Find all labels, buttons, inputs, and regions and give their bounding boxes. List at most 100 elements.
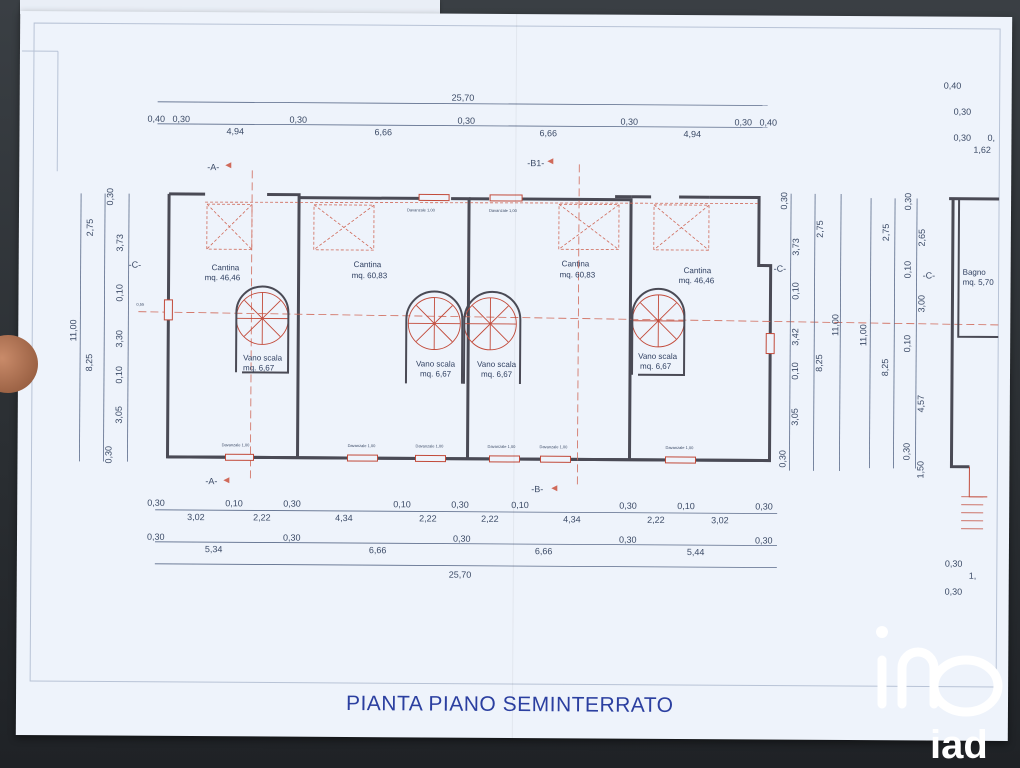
dim-far2-1: 2,65: [917, 229, 927, 247]
dim-left2-0: 3,73: [115, 234, 125, 252]
stair-2-area: mq. 6,67: [420, 369, 452, 378]
room-4-name: Cantina: [684, 266, 712, 275]
window-markers: [163, 193, 775, 464]
window-label-7: Davanzale 1,00: [540, 444, 569, 449]
dim-left-3: 0,30: [103, 446, 113, 464]
dimension-right: 0,30 3,73 0,10 3,42 0,10 3,05 0,30 2,75 …: [777, 192, 842, 471]
dim-top-8: 4,94: [683, 129, 701, 139]
stair-2-name: Vano scala: [416, 359, 456, 368]
section-lines-ab: [249, 164, 580, 485]
section-label-c-right: -C-: [923, 270, 936, 280]
window-label-4: Davanzale 1,00: [348, 443, 377, 448]
stair-1-name: Vano scala: [243, 353, 283, 362]
paper-sheet-edge: [20, 0, 440, 14]
dim-b2-8: 0,30: [755, 535, 773, 545]
section-label-c-left: -C-: [129, 260, 142, 270]
dim-far2-4: 0,10: [902, 335, 912, 353]
dim-b2-4: 0,30: [453, 534, 471, 544]
dim-left-0: 0,30: [105, 188, 115, 206]
dim-farbot-1: 1,: [969, 571, 977, 581]
dim-top-5: 0,30: [458, 116, 476, 126]
dim-top-6: 6,66: [539, 128, 557, 138]
room-5-area: mq. 5,70: [963, 278, 995, 287]
dimension-bottom-overall: 25,70: [154, 563, 777, 580]
side-building: 11,00 2,75 8,25 0,30 2,65 0,10 3,00 0,10…: [858, 81, 1000, 597]
dim-left2-3: 0,10: [114, 366, 124, 384]
dimension-top-row: 0,40 0,30 4,94 0,30 6,66 0,30 6,66 0,30 …: [148, 114, 778, 139]
dim-b2-5: 6,66: [535, 546, 553, 556]
dim-left2-1: 0,10: [114, 284, 124, 302]
floor-plan-drawing: 25,70 0,40 0,30 4,94 0,30 6,66 0,30 6,66…: [21, 22, 1001, 688]
window-label-6: Davanzale 1,00: [488, 444, 517, 449]
room-3-area: mq. 60,83: [560, 270, 596, 279]
room-4-area: mq. 46,46: [679, 276, 715, 285]
section-label-c-mid: -C-: [774, 264, 787, 274]
window-label-8: Davanzale 1,00: [666, 445, 695, 450]
section-label-a-top: -A-: [207, 162, 219, 172]
window-label-5: Davanzale 1,00: [416, 443, 445, 448]
dim-b1-8: 0,30: [451, 500, 469, 510]
dim-far2-0: 0,30: [903, 193, 913, 211]
dim-b2-6: 0,30: [619, 535, 637, 545]
dim-top-7: 0,30: [621, 117, 639, 127]
dim-far-1: 8,25: [880, 359, 890, 377]
dim-b2-1: 5,34: [205, 544, 223, 554]
dim-right-1: 3,73: [791, 238, 801, 256]
dim-b1-15: 3,02: [711, 515, 729, 525]
section-label-b-bottom: -B-: [531, 484, 543, 494]
room-2-name: Cantina: [354, 260, 382, 269]
dim-right2-1: 8,25: [814, 354, 824, 372]
dim-fartop-2: 0,30: [953, 133, 971, 143]
section-line-c: -C- -C- -C-: [129, 260, 999, 326]
room-2-area: mq. 60,83: [352, 271, 388, 280]
dim-top-3: 0,30: [290, 115, 308, 125]
dimension-top-overall: 25,70: [157, 93, 768, 106]
dim-right2-0: 2,75: [815, 220, 825, 238]
building-walls: [165, 192, 773, 463]
dim-farbot-0: 0,30: [945, 559, 963, 569]
dim-right-4: 0,10: [790, 362, 800, 380]
dim-b1-16: 0,30: [755, 501, 773, 511]
section-label-a-bottom: -A-: [205, 476, 217, 486]
dim-right-overall: 11,00: [830, 314, 840, 336]
dim-b1-3: 2,22: [253, 512, 271, 522]
dim-far2-6: 0,30: [901, 443, 911, 461]
dim-far2-2: 0,10: [903, 261, 913, 279]
dim-far2-5: 4,57: [916, 395, 926, 413]
stair-3-name: Vano scala: [477, 360, 517, 369]
dim-b1-1: 3,02: [187, 512, 205, 522]
dim-bottom-overall: 25,70: [449, 570, 472, 580]
dim-top-10: 0,40: [760, 117, 778, 127]
dim-far-0: 2,75: [881, 224, 891, 242]
dim-left-1: 2,75: [85, 219, 95, 237]
dim-top-4: 6,66: [374, 127, 392, 137]
stair-3-area: mq. 6,67: [481, 370, 513, 379]
room-5-name: Bagno: [963, 268, 987, 277]
dim-top-overall: 25,70: [452, 93, 475, 103]
dim-b2-3: 6,66: [369, 545, 387, 555]
window-label-2: Davanzale 1,00: [489, 208, 518, 213]
window-label-1: Davanzale 1,00: [407, 207, 436, 212]
dim-b1-0: 0,30: [147, 498, 165, 508]
room-3-name: Cantina: [562, 259, 590, 268]
dim-top-0: 0,40: [148, 114, 166, 124]
ceiling-openings: [205, 201, 760, 251]
paper-border: [21, 22, 1001, 688]
window-label-3: Davanzale 1,00: [222, 442, 251, 447]
dim-b2-0: 0,30: [147, 532, 165, 542]
dim-b1-13: 2,22: [647, 515, 665, 525]
dim-fartop-4: 0,: [987, 133, 995, 143]
iad-logo: iad: [876, 626, 1003, 763]
dim-fartop-1: 0,30: [954, 107, 972, 117]
dim-b1-10: 0,10: [511, 500, 529, 510]
dim-far2-7: 1,50: [915, 461, 925, 479]
dim-b2-2: 0,30: [283, 533, 301, 543]
dim-top-9: 0,30: [735, 117, 753, 127]
dim-right-0: 0,30: [779, 192, 789, 210]
dim-left2-4: 3,05: [114, 406, 124, 424]
section-arrows: [223, 158, 558, 492]
dim-b1-11: 4,34: [563, 514, 581, 524]
dim-b1-14: 0,10: [677, 501, 695, 511]
stair-wells: [235, 285, 686, 385]
stair-1-area: mq. 6,67: [243, 363, 275, 372]
